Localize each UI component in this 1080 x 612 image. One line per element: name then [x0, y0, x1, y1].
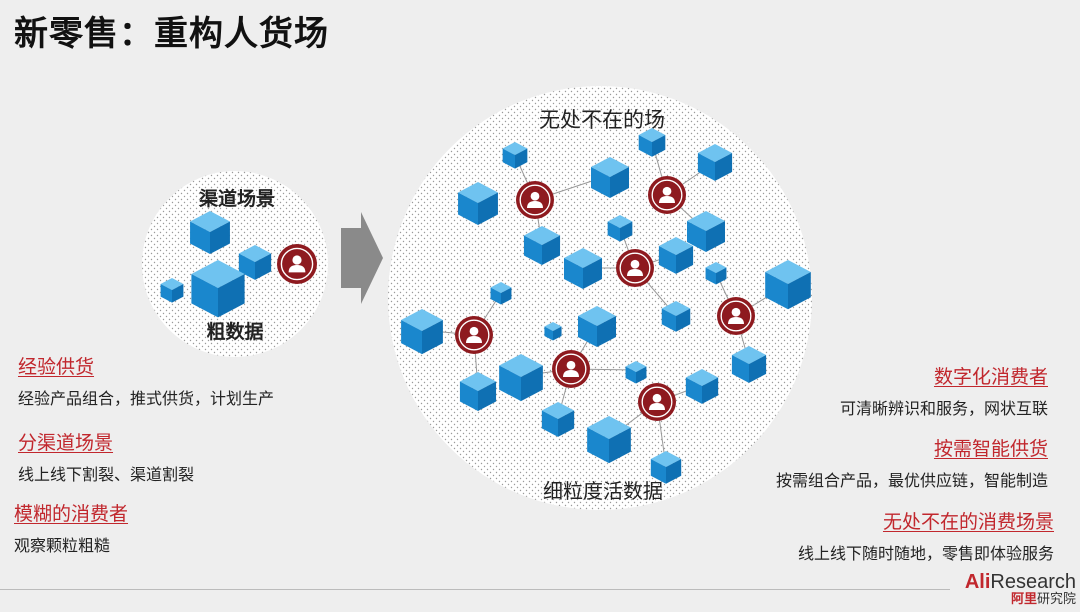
right-block-heading: 无处不在的消费场景: [882, 511, 1054, 533]
footer-divider: [0, 589, 950, 590]
right-block-heading: 数字化消费者: [933, 366, 1048, 388]
consumer-icon: [638, 383, 676, 421]
left-circle-top-label: 渠道场景: [199, 187, 275, 210]
logo-cn-b: 研究院: [1036, 592, 1076, 607]
page-title: 新零售：重构人货场: [14, 14, 329, 54]
consumer-icon: [648, 176, 686, 214]
right-block-desc: 线上线下随时随地，零售即体验服务: [797, 544, 1054, 563]
logo-brand-a: Ali: [964, 571, 991, 593]
left-block-channel: 分渠道场景 线上线下割裂、渠道割裂: [18, 428, 194, 485]
left-block-supply: 经验供货 经验产品组合，推式供货，计划生产: [18, 352, 274, 409]
left-block-heading: 模糊的消费者: [14, 503, 129, 525]
right-circle-bottom-label: 细粒度活数据: [543, 479, 663, 503]
right-block-desc: 可清晰辨识和服务，网状互联: [839, 399, 1048, 418]
consumer-icon: [516, 181, 554, 219]
consumer-icon: [277, 244, 317, 284]
consumer-icon: [455, 316, 493, 354]
right-block-desc: 按需组合产品，最优供应链，智能制造: [775, 471, 1048, 490]
right-block-consumer: 数字化消费者 可清晰辨识和服务，网状互联: [840, 362, 1048, 419]
right-block-scene: 无处不在的消费场景 线上线下随时随地，零售即体验服务: [798, 507, 1054, 564]
logo-brand-b: Research: [990, 571, 1076, 593]
left-block-desc: 线上线下割裂、渠道割裂: [18, 465, 195, 484]
consumer-icon: [552, 350, 590, 388]
right-block-supply: 按需智能供货 按需组合产品，最优供应链，智能制造: [776, 434, 1048, 491]
aliresearch-logo: AliResearch 阿里研究院: [965, 572, 1076, 606]
consumer-icon: [616, 249, 654, 287]
right-circle-top-label: 无处不在的场: [539, 108, 665, 132]
transform-arrow: [341, 212, 383, 304]
logo-cn-a: 阿里: [1010, 592, 1037, 607]
left-scene-circle: [142, 171, 328, 357]
right-block-heading: 按需智能供货: [933, 438, 1048, 460]
left-block-consumer: 模糊的消费者 观察颗粒粗糙: [14, 499, 128, 556]
left-block-desc: 经验产品组合，推式供货，计划生产: [18, 389, 275, 408]
left-circle-bottom-label: 粗数据: [206, 320, 263, 343]
consumer-icon: [717, 297, 755, 335]
left-block-heading: 经验供货: [18, 356, 95, 378]
left-block-desc: 观察颗粒粗糙: [14, 536, 111, 555]
left-block-heading: 分渠道场景: [18, 432, 114, 454]
